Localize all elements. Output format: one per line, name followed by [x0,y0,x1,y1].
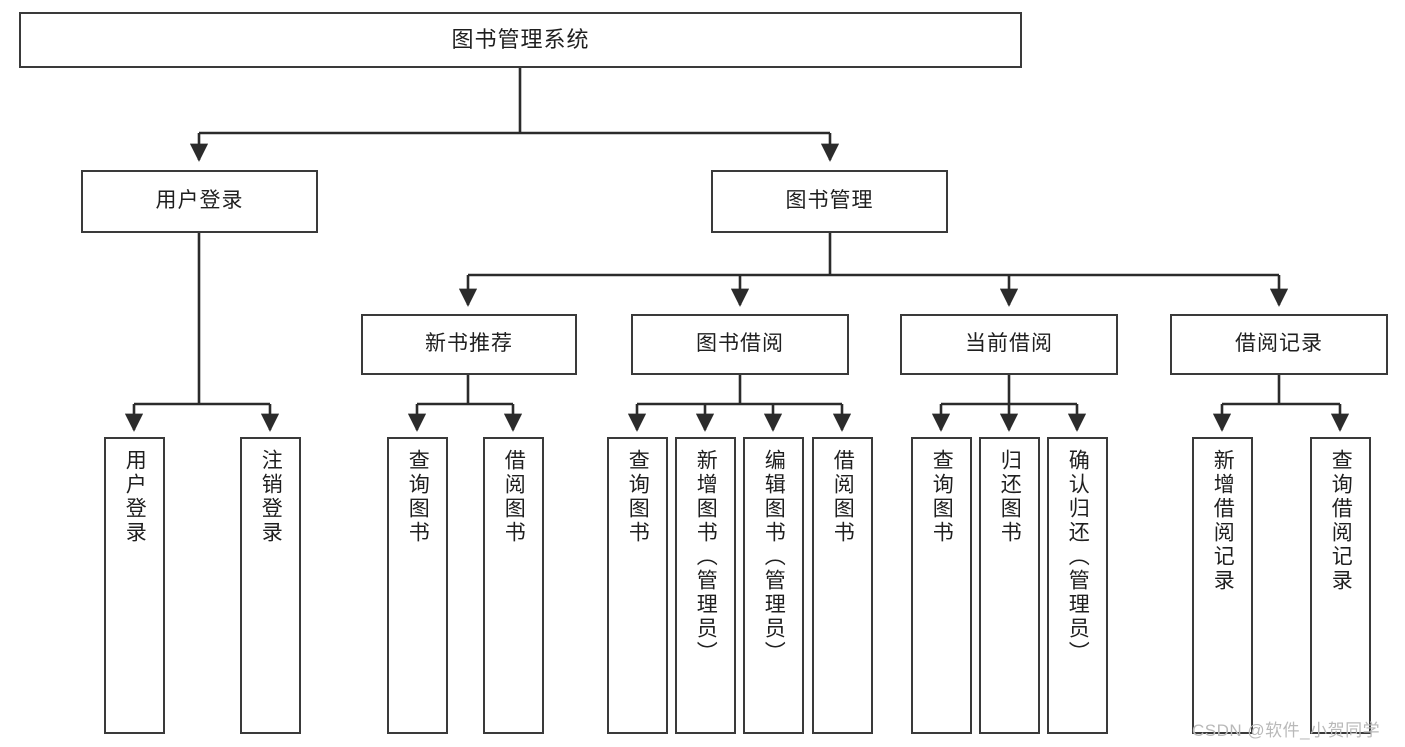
node-label: 查询图书 [406,449,430,545]
node-label: 新增借阅记录 [1211,449,1235,593]
node-label: 图书借阅 [696,332,784,356]
leaf-current-borrow-return-book[interactable]: 归还图书 [979,437,1040,734]
node-root-book-management-system[interactable]: 图书管理系统 [19,12,1022,68]
leaf-new-book-query-book[interactable]: 查询图书 [387,437,448,734]
node-book-management[interactable]: 图书管理 [711,170,948,233]
leaf-user-login-login[interactable]: 用户登录 [104,437,165,734]
node-label: 用户登录 [155,189,244,213]
leaf-book-borrow-add-book-admin[interactable]: 新增图书（管理员） [675,437,736,734]
node-label: 确认归还（管理员） [1066,449,1090,665]
node-label: 借阅图书 [502,449,526,545]
node-label: 编辑图书（管理员） [762,449,786,665]
node-user-login[interactable]: 用户登录 [81,170,318,233]
node-label: 用户登录 [123,449,147,545]
leaf-current-borrow-query-book[interactable]: 查询图书 [911,437,972,734]
node-label: 图书管理系统 [451,27,590,53]
node-label: 借阅图书 [831,449,855,545]
node-label: 查询图书 [930,449,954,545]
leaf-borrow-record-add-record[interactable]: 新增借阅记录 [1192,437,1253,734]
leaf-book-borrow-edit-book-admin[interactable]: 编辑图书（管理员） [743,437,804,734]
csdn-watermark: CSDN @软件_小贺同学 [1192,721,1381,740]
node-label: 归还图书 [998,449,1022,545]
leaf-book-borrow-borrow-book[interactable]: 借阅图书 [812,437,873,734]
leaf-new-book-borrow-book[interactable]: 借阅图书 [483,437,544,734]
node-current-borrow[interactable]: 当前借阅 [900,314,1118,375]
leaf-current-borrow-confirm-return-admin[interactable]: 确认归还（管理员） [1047,437,1108,734]
leaf-user-login-logout[interactable]: 注销登录 [240,437,301,734]
leaf-book-borrow-query-book[interactable]: 查询图书 [607,437,668,734]
node-label: 新书推荐 [425,332,513,356]
node-new-book-recommend[interactable]: 新书推荐 [361,314,577,375]
node-label: 当前借阅 [965,332,1053,356]
leaf-borrow-record-query-record[interactable]: 查询借阅记录 [1310,437,1371,734]
node-label: 新增图书（管理员） [694,449,718,665]
node-label: 注销登录 [259,449,283,545]
node-borrow-record[interactable]: 借阅记录 [1170,314,1388,375]
node-label: 借阅记录 [1235,332,1323,356]
node-label: 图书管理 [785,189,874,213]
node-label: 查询图书 [626,449,650,545]
node-label: 查询借阅记录 [1329,449,1353,593]
node-book-borrow[interactable]: 图书借阅 [631,314,849,375]
